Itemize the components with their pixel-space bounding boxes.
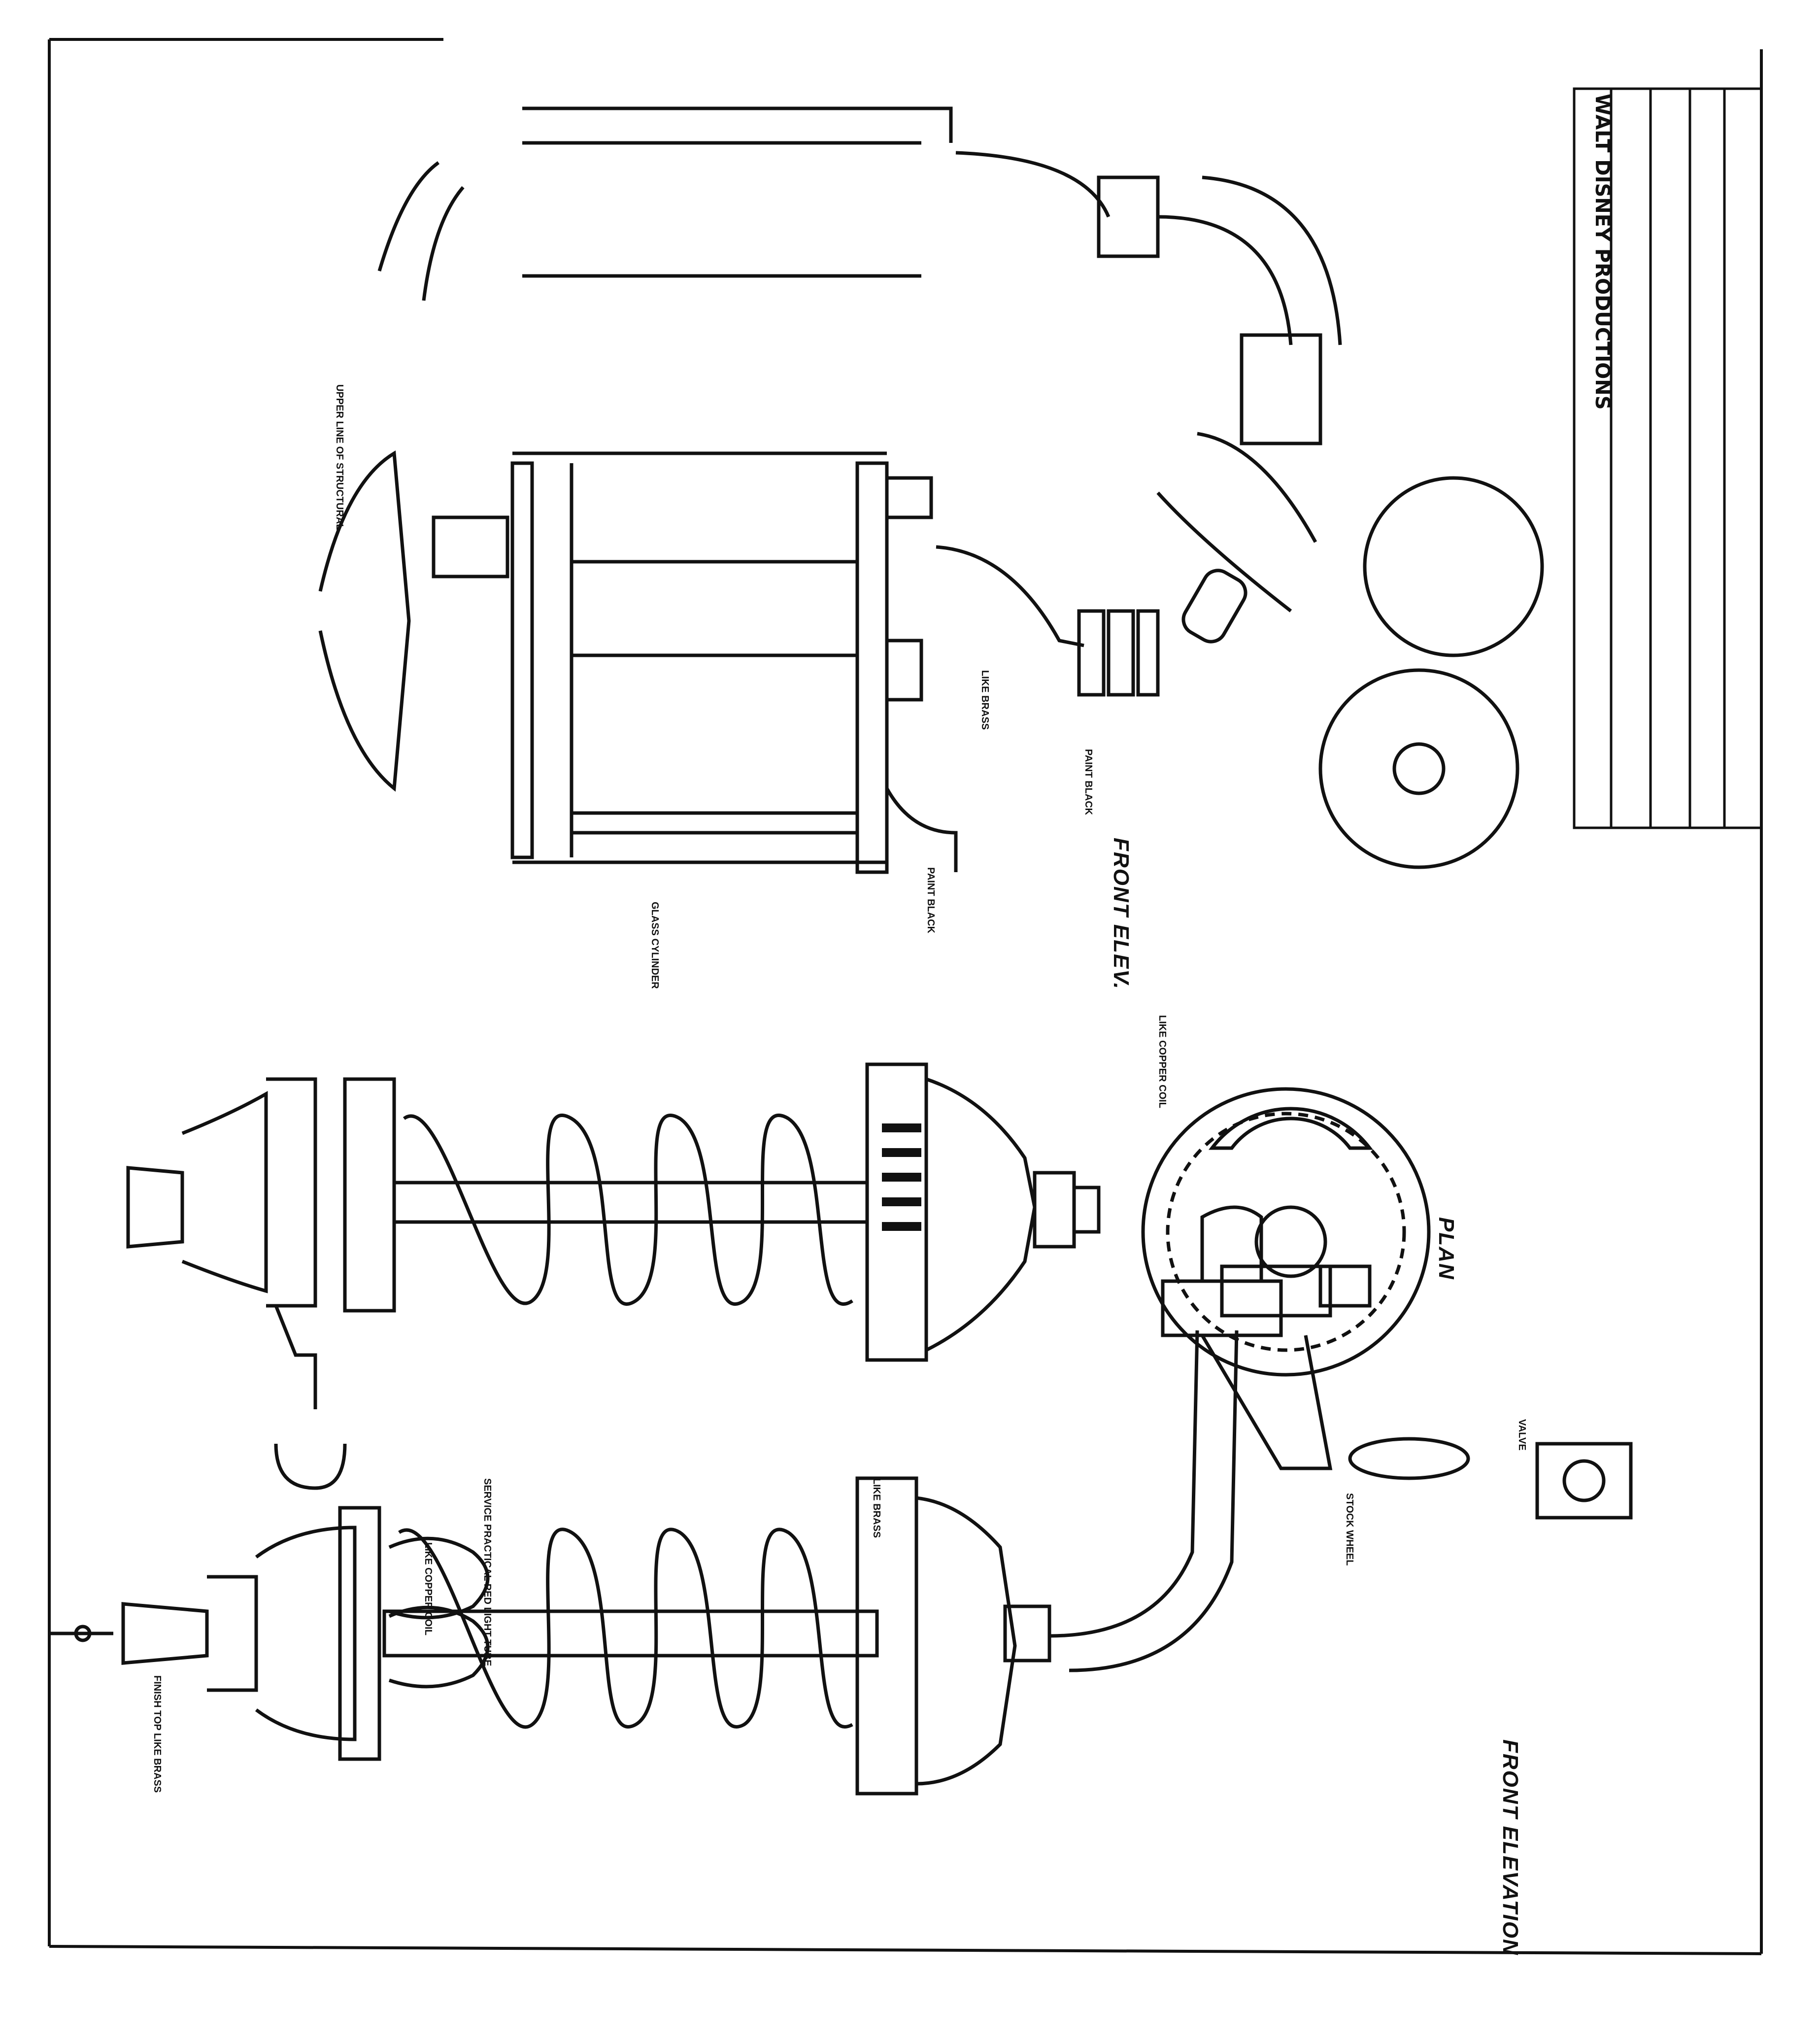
plan-view-drawing [1141, 1087, 1431, 1377]
stock-wheel-label: STOCK WHEEL [1344, 1493, 1355, 1566]
paint-black-label-2: PAINT BLACK [925, 867, 936, 934]
front-elevation-title: FRONT ELEVATION [1498, 1739, 1522, 1956]
coil-icon [388, 1528, 853, 1729]
front-elevation-drawing [49, 1205, 1633, 1796]
valve-label: VALVE [1517, 1419, 1527, 1451]
like-brass-block-label: LIKE BRASS [979, 670, 990, 730]
upper-line-label: UPPER LINE OF STRUCTURAL [334, 384, 345, 530]
glass-cylinder-label: GLASS CYLINDER [649, 902, 660, 989]
service-practical-label: SERVICE PRACTICAL RED LIGHT TUBE [482, 1478, 493, 1666]
union-fitting [1077, 609, 1160, 697]
condenser-cylinder-icon [318, 450, 1160, 874]
side-elevation-drawing [126, 1062, 1101, 1490]
twin-valve-drawing [1156, 432, 1544, 869]
title-block [1573, 87, 1763, 829]
paint-black-label: PAINT BLACK [1083, 749, 1094, 815]
plan-title: PLAN [1434, 1217, 1458, 1280]
centerline-icon [49, 1625, 113, 1642]
like-copper-coil-label-2: LIKE COPPER COIL [1157, 1015, 1168, 1108]
pipe-assembly-drawing [377, 106, 1342, 445]
title-block-company: WALT DISNEY PRODUCTIONS [1591, 94, 1614, 410]
like-brass-label: LIKE BRASS [871, 1478, 882, 1538]
finish-top-label: FINISH TOP LIKE BRASS [152, 1675, 163, 1793]
like-copper-coil-label: LIKE COPPER COIL [423, 1542, 434, 1635]
vent-slots [882, 1123, 921, 1231]
front-elev-title: FRONT ELEV. [1109, 838, 1133, 990]
